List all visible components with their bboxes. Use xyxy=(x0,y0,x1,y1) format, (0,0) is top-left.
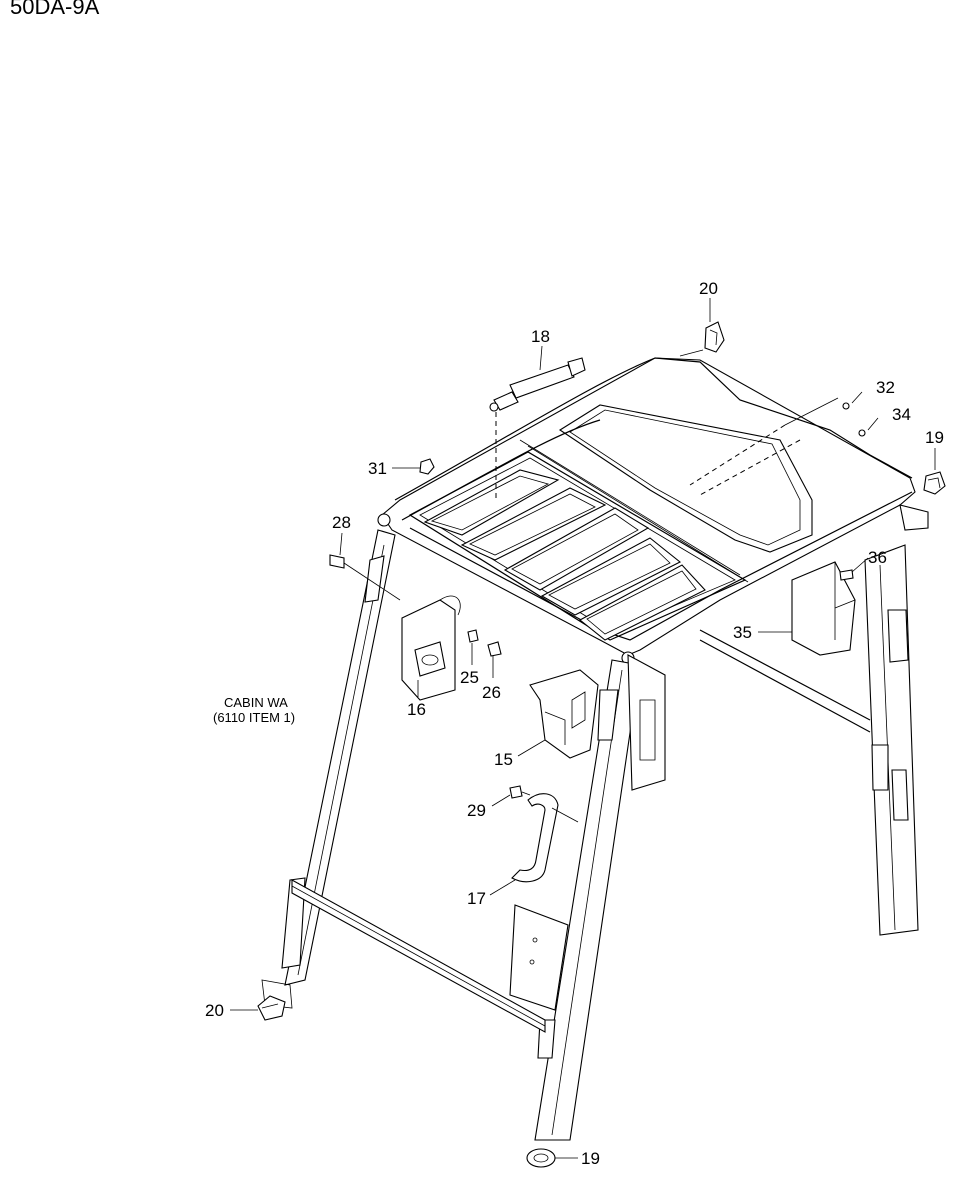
callout-18: 18 xyxy=(531,327,550,346)
callout-19-top: 19 xyxy=(925,428,944,447)
callout-32: 32 xyxy=(876,378,895,397)
front-right-pillar xyxy=(509,659,641,1141)
part-26-nut xyxy=(487,641,502,657)
part-29-screw xyxy=(509,785,523,799)
part-17-grab-handle xyxy=(511,793,579,883)
callout-16: 16 xyxy=(407,700,426,719)
lower-cross-bar xyxy=(291,879,546,1033)
part-16-bracket xyxy=(401,595,461,701)
callout-26: 26 xyxy=(482,683,501,702)
callout-35: 35 xyxy=(733,623,752,642)
part-32-fastener xyxy=(842,402,850,410)
callout-29: 29 xyxy=(467,801,486,820)
part-35-cover-box xyxy=(791,561,856,656)
cabin-note-line1: CABIN WA xyxy=(224,695,288,710)
callout-20-top: 20 xyxy=(699,279,718,298)
part-20-bottom-clip xyxy=(257,995,286,1021)
part-19-top-grommet xyxy=(923,471,946,495)
callout-31: 31 xyxy=(368,459,387,478)
part-36-screw xyxy=(839,569,854,581)
callout-25: 25 xyxy=(460,668,479,687)
cabin-note-line2: (6110 ITEM 1) xyxy=(213,710,295,725)
part-34-fastener xyxy=(858,429,866,437)
roof-assembly xyxy=(377,357,929,665)
callout-20-bottom: 20 xyxy=(205,1001,224,1020)
leader-lines xyxy=(230,298,936,1159)
part-18-gas-strut xyxy=(489,357,586,500)
part-20-top-clip xyxy=(679,321,725,357)
callout-36: 36 xyxy=(868,548,887,567)
callout-28: 28 xyxy=(332,513,351,532)
callout-34: 34 xyxy=(892,405,911,424)
part-31-nut xyxy=(419,458,435,475)
callout-17: 17 xyxy=(467,889,486,908)
part-15-bracket xyxy=(529,669,599,759)
model-code-title: 50DA-9A xyxy=(10,0,100,19)
part-19-bottom-grommet xyxy=(526,1148,556,1168)
rear-left-pillar xyxy=(627,629,871,791)
callout-19-bottom: 19 xyxy=(581,1149,600,1168)
front-left-pillar xyxy=(261,529,396,1009)
part-28-bolt xyxy=(329,554,401,601)
rear-right-pillar xyxy=(864,544,919,936)
callout-15: 15 xyxy=(494,750,513,769)
part-25-nut xyxy=(467,629,479,643)
